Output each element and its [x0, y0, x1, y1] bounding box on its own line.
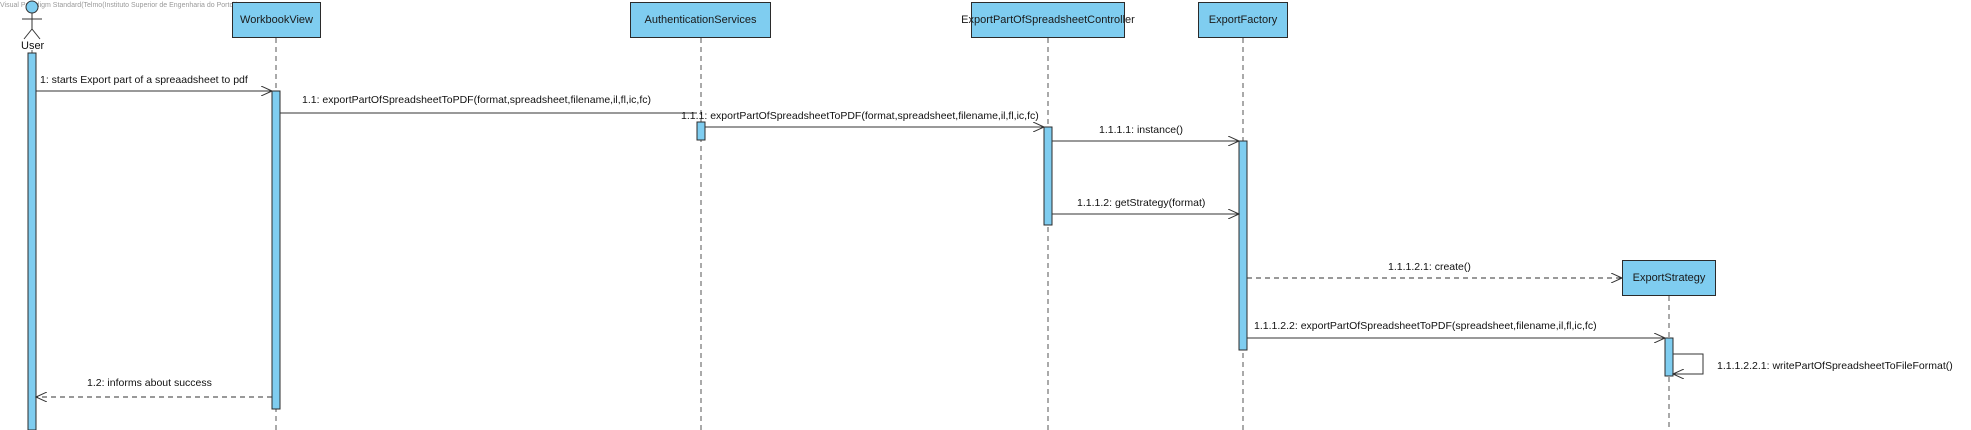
- actor-label: User: [21, 40, 45, 52]
- watermark: Visual Paradigm Standard(Telmo(Instituto…: [0, 2, 238, 9]
- message-label-m1-2: 1.2: informs about success: [87, 377, 212, 389]
- message-label-m1-1-1-1: 1.1.1.1: instance(): [1099, 124, 1184, 136]
- message-label-m1-1-1-2-1: 1.1.1.2.1: create(): [1388, 261, 1471, 273]
- message-label-m1-1: 1.1: exportPartOfSpreadsheetToPDF(format…: [302, 94, 651, 106]
- participant-strategy[interactable]: ExportStrategy: [1622, 260, 1716, 296]
- arrow-m1-1-1-2-2-1: [1673, 353, 1704, 374]
- activation-authservices: [696, 121, 706, 141]
- participant-authservices[interactable]: AuthenticationServices: [630, 2, 771, 38]
- activation-factory: [1238, 140, 1248, 351]
- activation-user: [27, 52, 37, 430]
- participant-factory[interactable]: ExportFactory: [1198, 2, 1288, 38]
- participant-controller[interactable]: ExportPartOfSpreadsheetController: [961, 2, 1135, 38]
- message-label-m1-1-1-2-2: 1.1.1.2.2: exportPartOfSpreadsheetToPDF(…: [1254, 320, 1597, 332]
- activation-workbookview: [271, 90, 281, 410]
- activation-controller: [1043, 126, 1053, 226]
- message-label-m1-1-1-2-2-1: 1.1.1.2.2.1: writePartOfSpreadsheetToFil…: [1717, 360, 1953, 372]
- user-actor-icon: [22, 0, 42, 40]
- activation-strategy: [1664, 337, 1674, 377]
- participant-workbookview[interactable]: WorkbookView: [232, 2, 321, 38]
- message-label-m1: 1: starts Export part of a spreaadsheet …: [40, 74, 248, 86]
- message-label-m1-1-1: 1.1.1: exportPartOfSpreadsheetToPDF(form…: [681, 110, 1039, 122]
- message-label-m1-1-1-2: 1.1.1.2: getStrategy(format): [1077, 197, 1206, 209]
